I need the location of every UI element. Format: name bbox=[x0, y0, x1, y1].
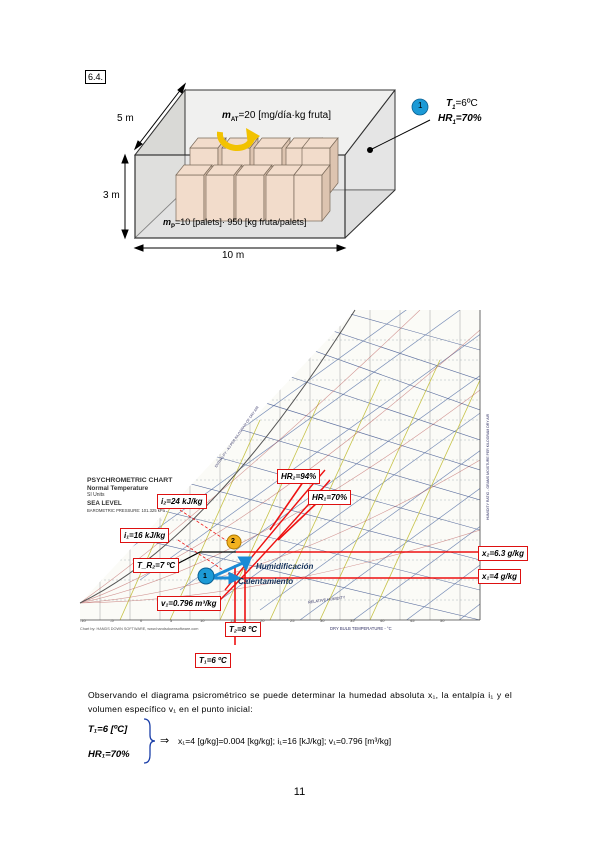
psychrometric-chart bbox=[79, 309, 481, 645]
label-hr2: HR₂=94% bbox=[277, 469, 321, 484]
implies-arrow: ⇒ bbox=[160, 735, 170, 747]
initial-humidity: HR1=70% bbox=[438, 113, 482, 126]
dim-height: 3 m bbox=[103, 190, 120, 201]
label-dew-point: T_R₂=7 ºC bbox=[133, 558, 180, 573]
label-t1: T₁=6 ºC bbox=[195, 653, 231, 668]
label-heating: Calentamiento bbox=[238, 577, 294, 586]
respiration-rate: mAT=20 [mg/día·kg fruta] bbox=[222, 110, 332, 123]
chart-point-2-number: 2 bbox=[231, 538, 235, 545]
explanation-paragraph: Observando el diagrama psicrométrico se … bbox=[88, 690, 512, 714]
label-i2: i₂=24 kJ/kg bbox=[157, 494, 207, 509]
label-i1: i₁=16 kJ/kg bbox=[120, 528, 170, 543]
chart-humidity-axis-label: HUMIDITY RATIO - GRAMS MOISTURE PER KILO… bbox=[486, 413, 490, 520]
chart-x-axis-label: DRY BULB TEMPERATURE - °C bbox=[330, 626, 392, 631]
chart-title-block: PSYCHROMETRIC CHART Normal Temperature S… bbox=[87, 477, 173, 513]
curly-brace bbox=[143, 718, 156, 764]
formula-result: x₁=4 [g/kg]=0.004 [kg/kg]; i₁=16 [kJ/kg]… bbox=[178, 736, 392, 746]
point-1-marker bbox=[411, 98, 429, 116]
initial-temperature: T1=6ºC bbox=[446, 98, 478, 111]
label-x2: x₂=6.3 g/kg bbox=[478, 546, 528, 561]
chart-credit: Chart by: HANDS DOWN SOFTWARE, www.hands… bbox=[80, 627, 199, 631]
chart-point-1-marker bbox=[197, 567, 215, 585]
label-t2: T₂=8 ºC bbox=[225, 622, 261, 637]
circular-arrow-icon bbox=[217, 128, 260, 151]
label-hr1: HR₁=70% bbox=[308, 490, 352, 505]
formula-t1: T₁=6 [ºC] bbox=[88, 724, 128, 735]
section-label: 6.4. bbox=[85, 70, 107, 84]
chart-point-2-marker bbox=[226, 534, 242, 550]
dim-length: 10 m bbox=[222, 250, 245, 261]
fruit-mass: mP=10 [palets]· 950 [kg fruta/palets] bbox=[163, 217, 307, 230]
chart-point-1-number: 1 bbox=[203, 573, 207, 580]
label-humidification: Humidificación bbox=[256, 562, 314, 571]
dim-depth: 5 m bbox=[117, 113, 134, 124]
label-x1: x₁=4 g/kg bbox=[478, 569, 522, 584]
cold-room-diagram bbox=[121, 82, 431, 252]
label-v1: v₁=0.796 m³/kg bbox=[157, 596, 221, 611]
pallet-boxes bbox=[175, 137, 339, 222]
page-number: 11 bbox=[293, 786, 306, 798]
formula-hr1: HR₁=70% bbox=[88, 749, 130, 760]
dimension-arrows bbox=[121, 82, 347, 252]
point-1-number: 1 bbox=[418, 101, 423, 110]
